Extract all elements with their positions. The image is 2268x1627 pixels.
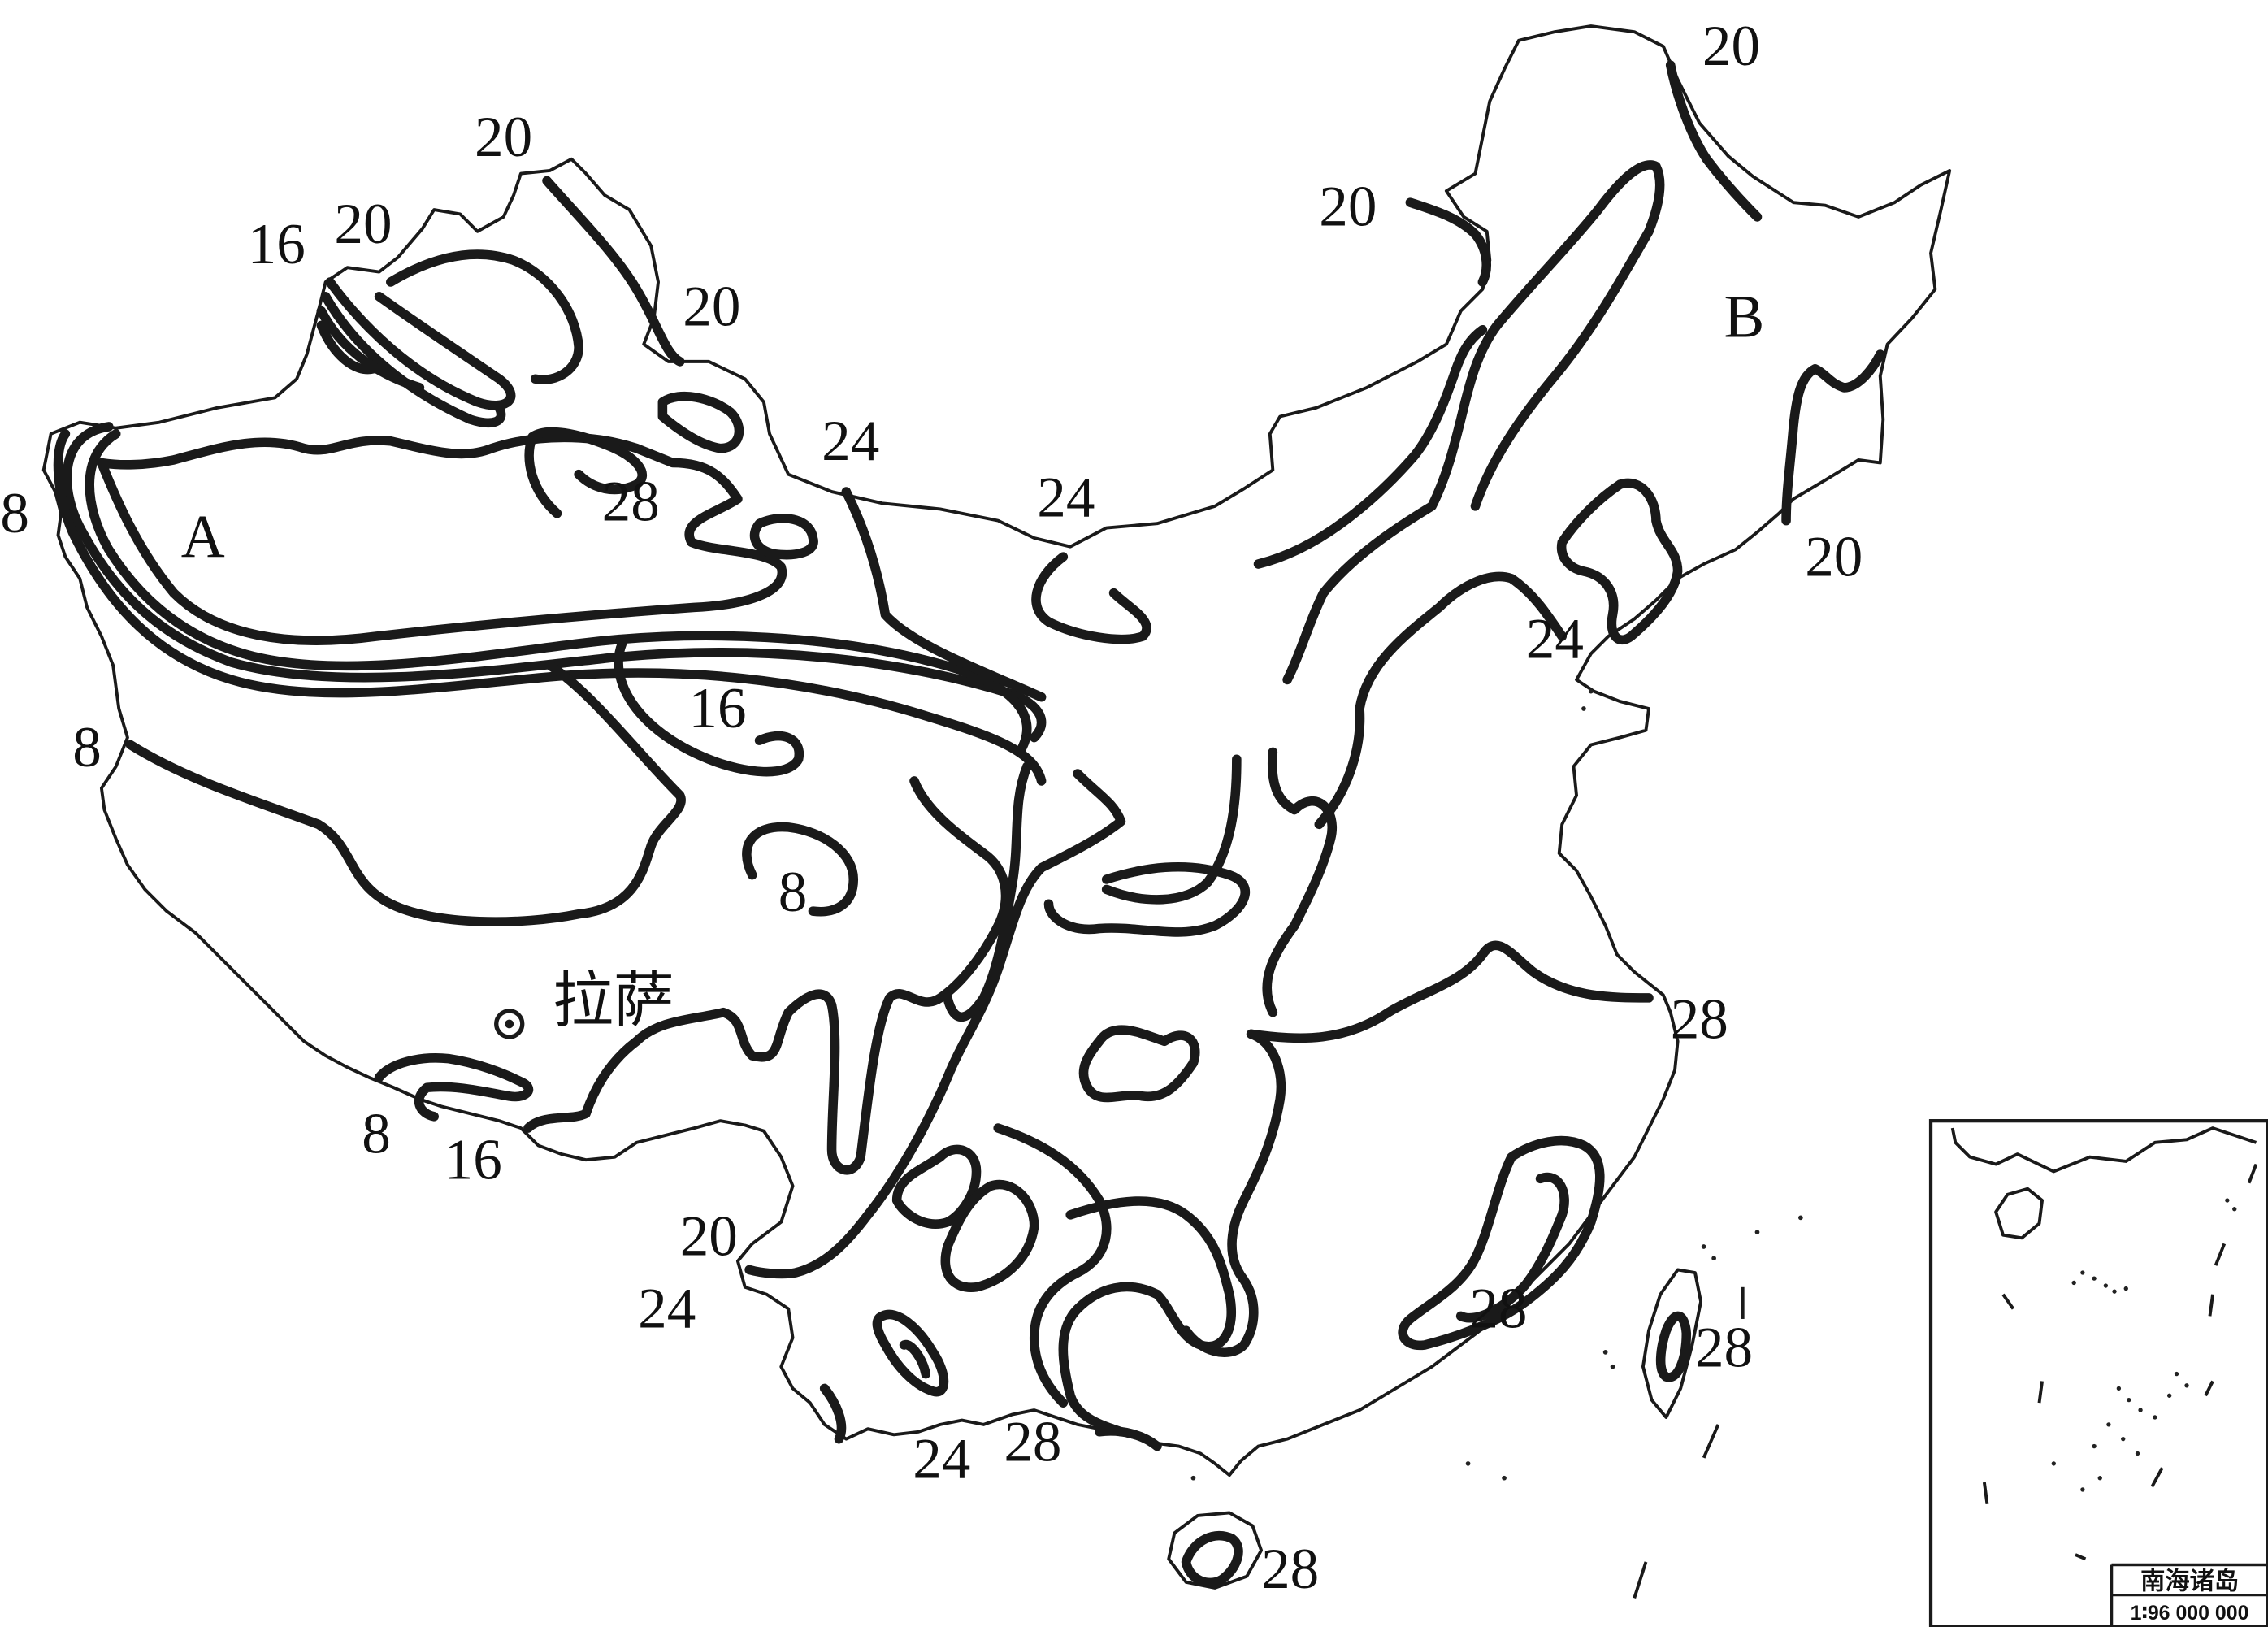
- isotherm-lines: [53, 60, 1885, 1588]
- contour-label: 8: [362, 1102, 391, 1165]
- contour-label: 24: [638, 1278, 696, 1341]
- contour-altai: [542, 176, 685, 367]
- contour-label: 24: [913, 1428, 970, 1491]
- contour-turpan-28: [524, 427, 647, 518]
- contour-hami: [657, 391, 744, 453]
- contour-junggar-d: [316, 320, 379, 375]
- contour-tarim-outer: [62, 422, 1047, 743]
- contour-yunnan-b: [940, 1179, 1039, 1292]
- contour-fujian-b: [1455, 1172, 1569, 1323]
- inset-coast: [1950, 1126, 2257, 1174]
- contour-label: 16: [248, 213, 306, 276]
- contour-yunnan-e: [819, 1383, 847, 1444]
- offshore-island-dots: [1190, 688, 1803, 1481]
- contour-tibet-west: [125, 660, 686, 926]
- contour-label: 28: [1004, 1410, 1061, 1473]
- contour-mongolia-24: [841, 487, 1047, 702]
- contour-junggar-b: [320, 292, 506, 428]
- contour-hainan-28: [1181, 1530, 1243, 1588]
- contour-yunnan-a: [891, 1144, 982, 1229]
- contour-tarim-16: [53, 429, 1047, 786]
- contour-label: 20: [1805, 525, 1863, 588]
- contour-label: 20: [1319, 176, 1377, 239]
- contour-fujian-a: [1398, 1135, 1605, 1351]
- contour-label: 20: [680, 1205, 738, 1269]
- taiwan-border: [1641, 1268, 1703, 1419]
- contour-greater-khingan: [1253, 197, 1491, 569]
- contour-label: 20: [683, 275, 740, 338]
- contour-guangxi: [1058, 1196, 1237, 1437]
- contour-label: 8: [0, 482, 29, 545]
- contour-label: 16: [688, 677, 746, 740]
- contour-label: 28: [1261, 1538, 1319, 1601]
- city-label-lhasa: 拉萨: [553, 967, 674, 1035]
- contour-label: 16: [444, 1128, 502, 1191]
- contour-junggar-a: [325, 277, 516, 410]
- contour-label: 28: [602, 471, 660, 534]
- contour-alxa-loop: [749, 514, 818, 560]
- contour-huabei: [1314, 571, 1568, 830]
- contour-sichuan-loop: [1078, 1025, 1200, 1103]
- contour-east-28: [1181, 1029, 1286, 1357]
- contour-label: 8: [778, 861, 808, 924]
- contour-label: 24: [1037, 466, 1095, 529]
- contour-qilian: [614, 639, 804, 777]
- contour-labels: 20 20 16 20 24 24 28 8 8 16 8 8 16 20 24…: [0, 15, 1863, 1601]
- contour-label: 24: [1526, 608, 1584, 671]
- contour-yunnan-c: [872, 1309, 949, 1397]
- contour-yunnan-24: [993, 1123, 1112, 1408]
- contour-tarim-inner: [97, 432, 787, 645]
- point-label-b: B: [1724, 284, 1765, 351]
- inset-island-dots: [2051, 1198, 2237, 1492]
- contour-label: 20: [475, 106, 532, 169]
- contour-hengduan-b: [943, 761, 1032, 1022]
- inset-title: 南海诸岛: [2140, 1568, 2239, 1595]
- country-border: [41, 24, 1952, 1477]
- contour-label: 8: [72, 716, 102, 779]
- contour-south-tibet: [374, 1053, 533, 1122]
- contour-label: 20: [1702, 15, 1760, 78]
- contour-north-24: [1101, 747, 1337, 1017]
- contour-label: 28: [1469, 1278, 1527, 1341]
- inset-hainan: [1994, 1187, 2045, 1240]
- contour-label: 24: [822, 410, 879, 473]
- contour-label: 28: [1671, 988, 1728, 1052]
- contour-east-20: [1781, 349, 1885, 526]
- contour-tarim-mid: [85, 429, 1032, 757]
- contour-guangdong-28: [1095, 1426, 1162, 1451]
- contour-qinghai: [523, 776, 1011, 1175]
- point-label-a: A: [181, 503, 225, 571]
- hainan-border: [1167, 1511, 1264, 1590]
- inset-frame: [1928, 1119, 2268, 1627]
- contour-taiwan-28: [1655, 1311, 1692, 1382]
- inset-south-sea: 南海诸岛 1∶96 000 000: [1928, 1119, 2268, 1627]
- contour-hengduan-a: [744, 769, 1126, 1279]
- inset-scale: 1∶96 000 000: [2131, 1602, 2249, 1625]
- contour-yunnan-d: [899, 1339, 931, 1379]
- contour-liaodong: [1556, 478, 1683, 645]
- contour-heilongjiang: [1665, 60, 1763, 222]
- contour-tibet-8: [742, 822, 859, 917]
- contour-label: 20: [334, 193, 392, 256]
- contour-ordos: [1031, 552, 1151, 644]
- contour-loess: [1043, 861, 1251, 937]
- contour-northeast-main: [1282, 160, 1665, 685]
- maritime-boundary-dashes: [1633, 1286, 1745, 1599]
- inset-boundary-dashes: [1982, 1163, 2258, 1561]
- contour-junggar-c: [316, 306, 425, 393]
- lhasa-marker: [494, 1009, 525, 1039]
- contour-label: 28: [1695, 1317, 1753, 1380]
- contour-junggar-e: [386, 249, 583, 384]
- contour-yangtze: [1246, 940, 1654, 1043]
